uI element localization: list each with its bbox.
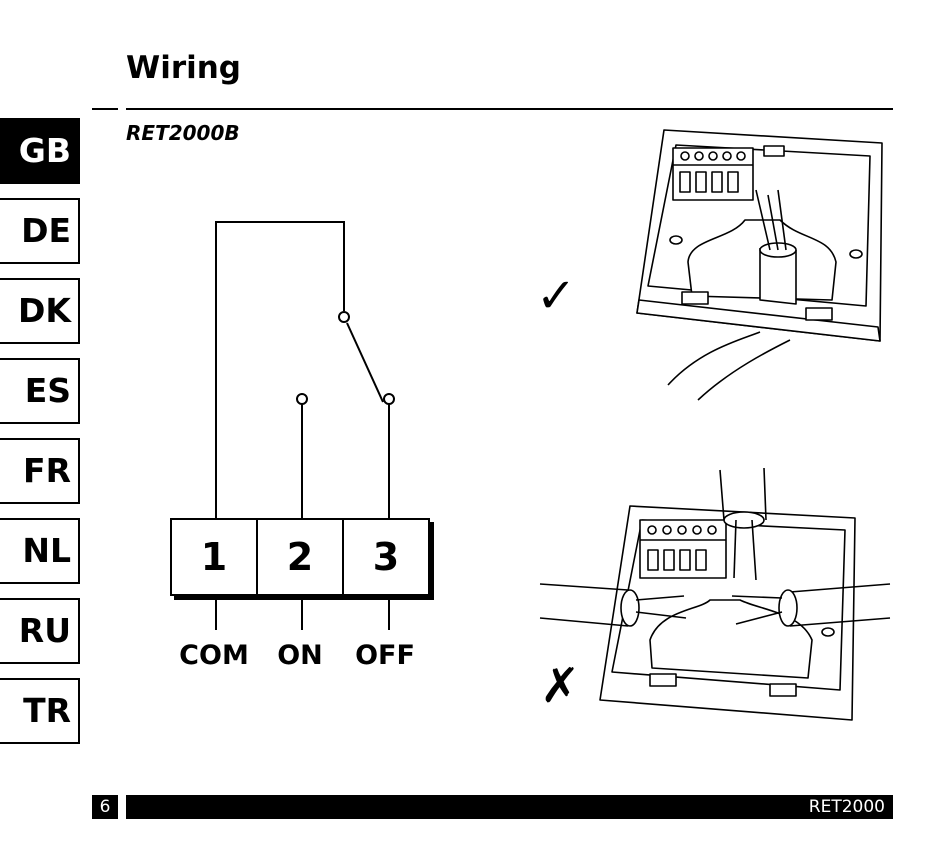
terminal-1: 1: [200, 535, 228, 579]
language-tab-gb[interactable]: GB: [0, 118, 80, 184]
footer-product-name: RET2000: [126, 795, 893, 819]
language-tab-tr[interactable]: TR: [0, 678, 80, 744]
terminal-label-on: ON: [277, 640, 323, 671]
terminal-3: 3: [342, 520, 428, 594]
language-tab-fr[interactable]: FR: [0, 438, 80, 504]
language-tab-nl[interactable]: NL: [0, 518, 80, 584]
page-title: Wiring: [126, 50, 241, 86]
language-tab-es[interactable]: ES: [0, 358, 80, 424]
terminal-block: 1 2 3: [170, 518, 430, 596]
terminal-label-off: OFF: [355, 640, 415, 671]
language-tab-de[interactable]: DE: [0, 198, 80, 264]
language-tab-ru[interactable]: RU: [0, 598, 80, 664]
terminal-label-com: COM: [179, 640, 249, 671]
header-rule-left: [92, 108, 118, 110]
header-rule: [126, 108, 893, 110]
terminal-2: 2: [256, 520, 342, 594]
page-number: 6: [92, 795, 118, 819]
language-tab-dk[interactable]: DK: [0, 278, 80, 344]
check-mark-icon: ✓: [536, 268, 577, 324]
cross-mark-icon: ✗: [540, 658, 581, 714]
model-subtitle: RET2000B: [126, 121, 240, 145]
